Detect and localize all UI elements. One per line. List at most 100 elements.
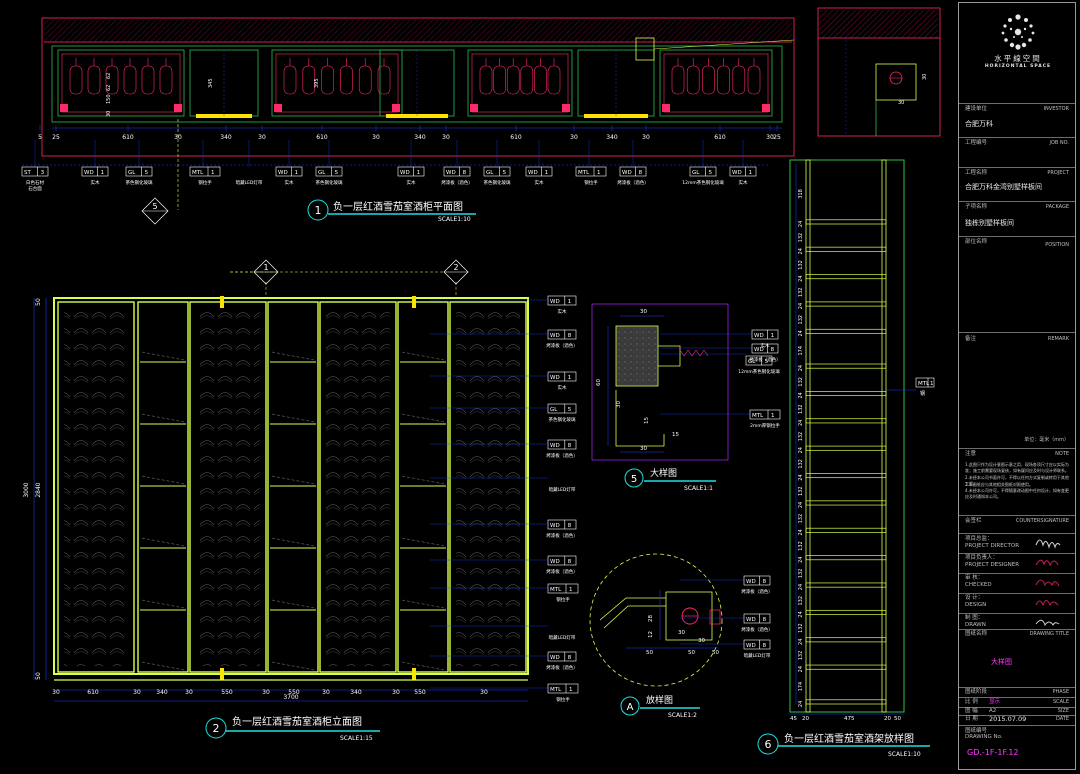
elevation-shelf-glass <box>271 351 315 361</box>
plan-dim: 30 <box>766 134 774 141</box>
plan-dim: 340 <box>220 134 232 141</box>
plan-wine-frame <box>471 53 569 113</box>
tag-box <box>547 329 577 340</box>
rack-view: 3182413224132241322413224174241322413224… <box>757 159 935 758</box>
rack-tag: MTL 1 钢 <box>886 377 935 397</box>
tag-note: 茶色钢化玻璃 <box>316 179 343 186</box>
detail-a-number: A <box>627 702 634 713</box>
elevation-dim: 610 <box>87 689 99 696</box>
tag-num: 1 <box>295 170 299 176</box>
elevation-dim: 30 <box>52 689 60 696</box>
plan-dim: 610 <box>122 134 134 141</box>
tag-box <box>547 683 579 694</box>
elevation-shelf-glass <box>401 475 445 485</box>
plan-bottle-icon <box>340 65 353 95</box>
director-label-en: PROJECT DIRECTOR <box>965 543 1020 549</box>
elevation-total-width: 3700 <box>283 694 298 701</box>
drawn-label: 制 图： <box>965 615 984 621</box>
rack-rungs <box>805 219 887 705</box>
company-name-cn: 水平線空間 <box>994 54 1042 63</box>
rack-bottom-dim: 50 <box>894 716 901 722</box>
scale-label-en: SCALE <box>1052 699 1069 705</box>
tag-box <box>547 651 577 662</box>
plan-bottle-icon <box>534 65 547 95</box>
elevation-dim: 30 <box>392 689 400 696</box>
tag-num: 5 <box>335 170 339 176</box>
package-label: 子项名称 <box>965 204 988 210</box>
elevation-shelf-glass <box>271 537 315 547</box>
detail-5-title-text: 大样图 <box>650 467 677 479</box>
tag-note: 烤漆板（酒色） <box>749 356 781 363</box>
design-label-en: DESIGN <box>965 602 987 608</box>
rack-dim: 24 <box>798 584 804 590</box>
plan-wine-frame <box>61 53 181 113</box>
tag-note: 实木 <box>407 179 416 186</box>
tag-box <box>189 166 221 177</box>
drawn-label-en: DRAWN <box>965 622 986 628</box>
phase-label: 图纸阶段 <box>965 689 988 695</box>
rack-dim: 24 <box>798 666 804 672</box>
rack-bottom-dim: 45 <box>790 716 797 722</box>
position-label: 部位名称 <box>965 239 988 245</box>
tag-code: WD <box>84 170 94 176</box>
tag-box <box>575 166 607 177</box>
plan-post <box>562 104 570 112</box>
date-label-en: DATE <box>1055 716 1069 722</box>
logo-dot <box>1023 27 1027 31</box>
drawing-no-label-en: DRAWING No. <box>965 734 1003 740</box>
tag-num: 1 <box>749 170 753 176</box>
elevation-shelf-glass <box>141 351 185 361</box>
plan-number: 1 <box>315 204 322 217</box>
material-tag: 暗藏LED灯带 <box>549 634 576 641</box>
detail-5-scale: SCALE1:1 <box>684 485 713 492</box>
elevation-bottle-rack <box>456 308 520 666</box>
tag-code: WD <box>550 559 560 565</box>
rack-dim: 132 <box>798 315 804 325</box>
rack-dim: 24 <box>798 248 804 254</box>
date-value: 2015.07.09 <box>989 715 1027 723</box>
project-label: 工程名称 <box>965 170 988 176</box>
elevation-shelf-glass <box>401 661 445 671</box>
tag-note: 烤漆板（酒色） <box>617 179 649 186</box>
rack-dim: 24 <box>798 611 804 617</box>
detail-5-dim: 30 <box>616 401 622 408</box>
tag-code: WD <box>550 443 560 449</box>
tag-code: WD <box>528 170 538 176</box>
detail-a-dim: 12 <box>648 631 654 638</box>
elevation-handle <box>412 296 416 308</box>
elevation-shelf-glass <box>401 537 445 547</box>
rack-title: 6 负一层红酒雪茄室酒架放样图 SCALE1:10 <box>757 732 930 758</box>
plan-bottle-icon <box>302 65 316 95</box>
tag-num: 5 <box>709 170 713 176</box>
investor-value: 合肥万科 <box>965 120 993 128</box>
tag-note: 实木 <box>285 179 294 186</box>
tag-code: WD <box>622 170 632 176</box>
size-label-en: SIZE <box>1057 708 1069 714</box>
rack-rung <box>805 609 887 615</box>
tag-code: MTL <box>752 413 764 419</box>
detail-a-title: A 放样图 SCALE1:2 <box>620 694 700 719</box>
tag-box <box>547 583 579 594</box>
plan-bays <box>57 37 795 118</box>
note-3: 3.本图纸应与其他相关图纸对照使用。 <box>965 482 1033 487</box>
remark-label-en: REMARK <box>1047 336 1069 342</box>
tag-box <box>547 555 577 566</box>
tag-num: 5 <box>568 407 572 413</box>
elevation-dim: 340 <box>156 689 168 696</box>
plan-bottle-icon <box>493 65 506 95</box>
elevation-bay <box>137 301 189 673</box>
rack-dim: 24 <box>798 639 804 645</box>
plan-section-marker: 5 <box>141 119 179 225</box>
detail-5-dim: 15 <box>644 417 650 424</box>
elevation-shelf-glass <box>141 413 185 423</box>
tag-code: WD <box>754 333 764 339</box>
